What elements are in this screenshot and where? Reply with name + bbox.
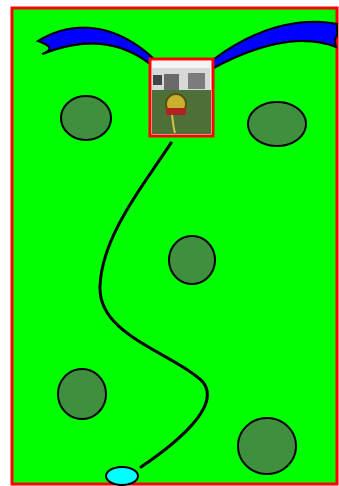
- photo-window-left: [153, 75, 162, 85]
- tree-bottom-left: [58, 369, 106, 419]
- tree-center: [169, 236, 215, 284]
- tree-top-left: [61, 96, 111, 140]
- photo-window-right: [188, 73, 205, 89]
- tree-top-right: [248, 102, 306, 146]
- hydrant-marker-icon: [106, 467, 138, 485]
- tree-bottom-right: [238, 418, 296, 474]
- photo-reel-base: [166, 108, 186, 115]
- hose-reel-photo: [150, 59, 213, 136]
